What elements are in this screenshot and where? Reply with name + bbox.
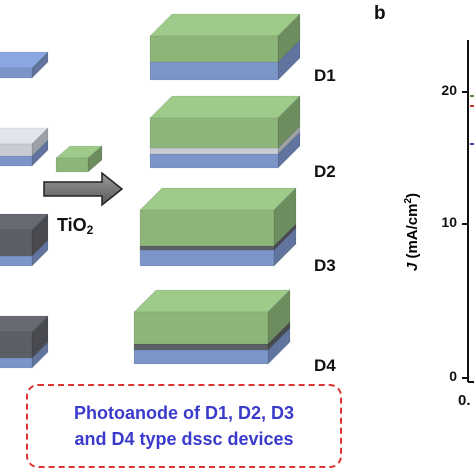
- panel-label: b: [374, 3, 386, 24]
- device-label-d4: D4: [314, 356, 336, 375]
- device-d3-layer2-front: [139, 209, 275, 247]
- device-d3-layer1-front: [139, 245, 275, 251]
- device-d1-layer0-front: [149, 61, 279, 81]
- left-stack-3-layer0-front: [0, 255, 33, 267]
- device-d2-layer2-top: [149, 95, 301, 119]
- y-tick-label-20: 20: [441, 82, 457, 98]
- device-label-d2: D2: [314, 162, 336, 181]
- y-axis-var: J: [404, 262, 421, 272]
- transfer-arrow-icon: [43, 171, 124, 207]
- device-d2-layer2-front: [149, 117, 279, 149]
- left-stack-3-layer1-front: [0, 229, 33, 257]
- tio2-label: TiO2: [57, 215, 93, 237]
- y-axis-unit-sup: 2: [403, 197, 414, 204]
- caption-line-2: and D4 type dssc devices: [74, 429, 294, 449]
- tio2-subscript: 2: [86, 223, 94, 237]
- device-d4-layer0-front: [133, 349, 269, 365]
- caption-box: Photoanode of D1, D2, D3 and D4 type dss…: [26, 384, 342, 468]
- caption-line-1: Photoanode of D1, D2, D3: [73, 403, 295, 423]
- y-tick-label-0: 0: [449, 368, 457, 384]
- left-stack-4-layer0-front: [0, 357, 33, 369]
- device-d2-layer1-front: [149, 147, 279, 155]
- left-stack-2-layer1-front: [0, 143, 33, 157]
- y-tick-label-10: 10: [441, 214, 457, 230]
- device-d2-layer0-front: [149, 153, 279, 169]
- device-d4-layer2-top: [133, 289, 291, 313]
- device-d3-layer0-front: [139, 249, 275, 267]
- device-d1-layer1-top: [149, 13, 301, 37]
- y-axis-unit-prefix: (mA/cm: [404, 203, 421, 263]
- left-stack-4-layer1-front: [0, 351, 33, 359]
- left-stack-1-layer0-front: [0, 67, 33, 79]
- device-label-d1: D1: [314, 66, 336, 85]
- device-d3-layer2-top: [139, 187, 297, 211]
- device-d4-layer1-front: [133, 343, 269, 351]
- left-stack-4-layer2-front: [0, 331, 33, 353]
- device-d4-layer2-front: [133, 311, 269, 345]
- y-axis-label: J (mA/cm2): [403, 193, 421, 271]
- device-label-d3: D3: [314, 256, 336, 275]
- y-axis-unit-suffix: ): [404, 192, 421, 198]
- device-d1-layer1-front: [149, 35, 279, 63]
- x-tick-label-fragment: 0.: [458, 392, 471, 409]
- tio2-base: TiO: [57, 215, 87, 235]
- left-stack-2-layer0-front: [0, 155, 33, 167]
- tio2-block-layer0-front: [55, 157, 89, 173]
